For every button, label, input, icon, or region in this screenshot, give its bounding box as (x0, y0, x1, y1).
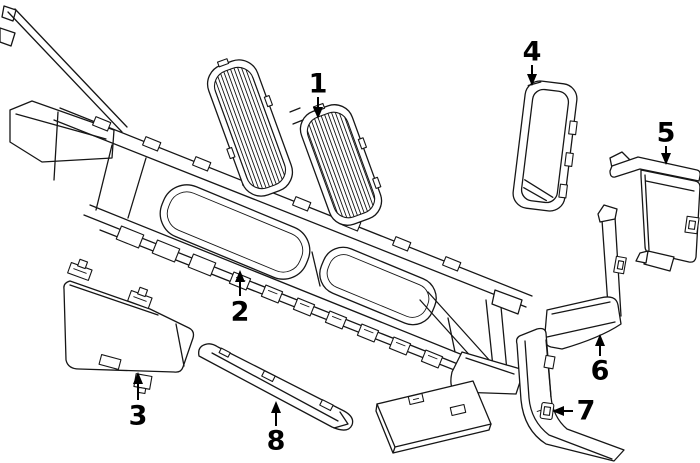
callout-arrowhead (527, 74, 537, 86)
callout-arrowhead (313, 107, 323, 119)
callout-arrowhead (133, 372, 143, 384)
part-3-cover-panel (63, 258, 195, 395)
part-6-support-bracket (543, 204, 627, 350)
callout-3: 3 (129, 372, 148, 432)
callout-7: 7 (552, 396, 595, 427)
callout-number: 2 (231, 297, 250, 328)
callout-number: 1 (309, 69, 328, 100)
callout-number: 7 (577, 396, 596, 427)
bumper-corner-panel (515, 327, 625, 462)
callout-6: 6 (591, 334, 610, 387)
callout-4: 4 (523, 37, 542, 86)
callout-5: 5 (657, 118, 676, 165)
part-7-clip (536, 401, 555, 421)
part-5-side-bracket (609, 151, 700, 272)
callout-number: 5 (657, 118, 676, 149)
callout-number: 3 (129, 401, 148, 432)
callout-number: 4 (523, 37, 542, 68)
callout-arrowhead (271, 401, 281, 413)
callout-arrowhead (661, 153, 671, 165)
lattice-blocks (115, 225, 444, 369)
callout-arrowhead (595, 334, 605, 346)
callout-number: 6 (591, 356, 610, 387)
callout-number: 8 (267, 426, 286, 457)
callout-8: 8 (267, 401, 286, 457)
part-8-trim-strip (198, 343, 354, 431)
callout-2: 2 (231, 270, 250, 328)
part-4-duct-frame (512, 80, 578, 212)
callout-1: 1 (309, 69, 328, 119)
part-2-grille-support-panel (0, 5, 533, 395)
callout-layer: 1 2 3 4 5 6 7 8 (129, 37, 676, 457)
part-1-kidney-grille (206, 58, 383, 226)
callout-arrowhead (552, 406, 564, 416)
lower-panel (375, 380, 492, 454)
callout-arrowhead (235, 270, 245, 282)
